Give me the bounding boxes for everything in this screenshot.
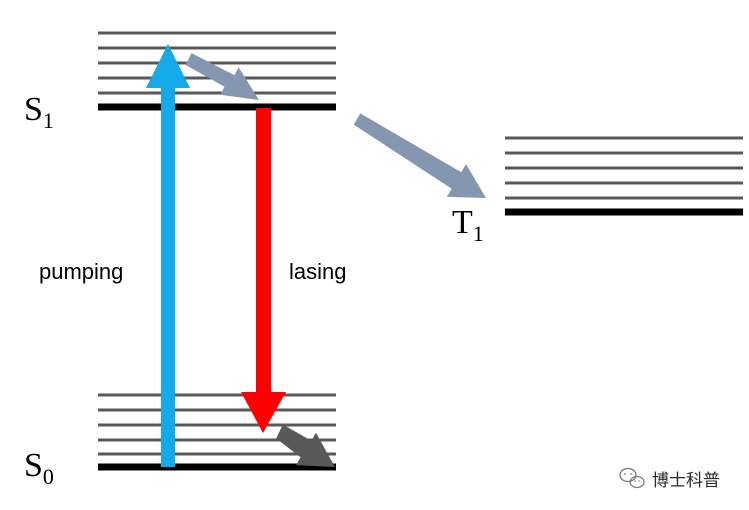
intersystem-crossing-arrow-shape	[353, 113, 486, 198]
s1-relaxation-arrow-shape	[185, 53, 259, 100]
s1-state-label: S1	[24, 91, 54, 133]
lasing-arrow-head	[241, 392, 286, 433]
s1-level-manifold	[98, 31, 336, 95]
lasing-label: lasing	[289, 259, 346, 284]
s1-relaxation-arrow	[185, 53, 259, 100]
s0-state-label: S0	[24, 447, 54, 489]
watermark-text: 博士科普	[652, 471, 720, 491]
s0-relaxation-arrow-shape	[276, 424, 335, 467]
pumping-arrow	[146, 44, 190, 467]
lasing-arrow	[241, 108, 286, 433]
intersystem-crossing-arrow	[353, 113, 486, 198]
t1-state-label: T1	[452, 204, 484, 246]
watermark: 博士科普	[619, 467, 720, 491]
wechat-icon	[619, 467, 645, 489]
pumping-arrow-head	[146, 44, 190, 88]
pumping-label: pumping	[39, 259, 123, 284]
s0-relaxation-arrow	[276, 424, 335, 467]
pumping-arrow-shaft	[161, 86, 175, 467]
lasing-arrow-shaft	[256, 108, 271, 394]
t1-level-manifold	[505, 136, 743, 200]
